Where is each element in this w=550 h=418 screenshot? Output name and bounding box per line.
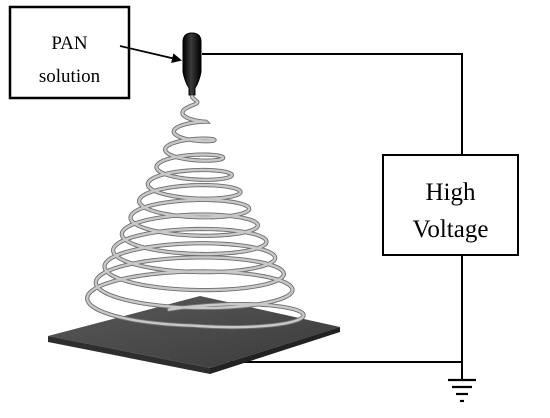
syringe-nozzle-icon (182, 32, 202, 96)
solution-label-line2: solution (38, 66, 101, 87)
power-box (382, 154, 519, 256)
fiber-coil (85, 94, 306, 330)
fiber-coil-outline (85, 94, 306, 330)
ground-symbol-icon (448, 378, 476, 403)
solution-box (8, 5, 131, 100)
power-label-line1: High (425, 179, 476, 206)
collector-plate (48, 296, 340, 374)
arrow-icon (119, 45, 182, 64)
solution-label-line1: PAN (51, 33, 88, 54)
wire-top (202, 53, 463, 155)
fiber-coil-fill (85, 95, 305, 329)
circuit-wires (202, 53, 463, 380)
power-label-line2: Voltage (412, 216, 489, 243)
